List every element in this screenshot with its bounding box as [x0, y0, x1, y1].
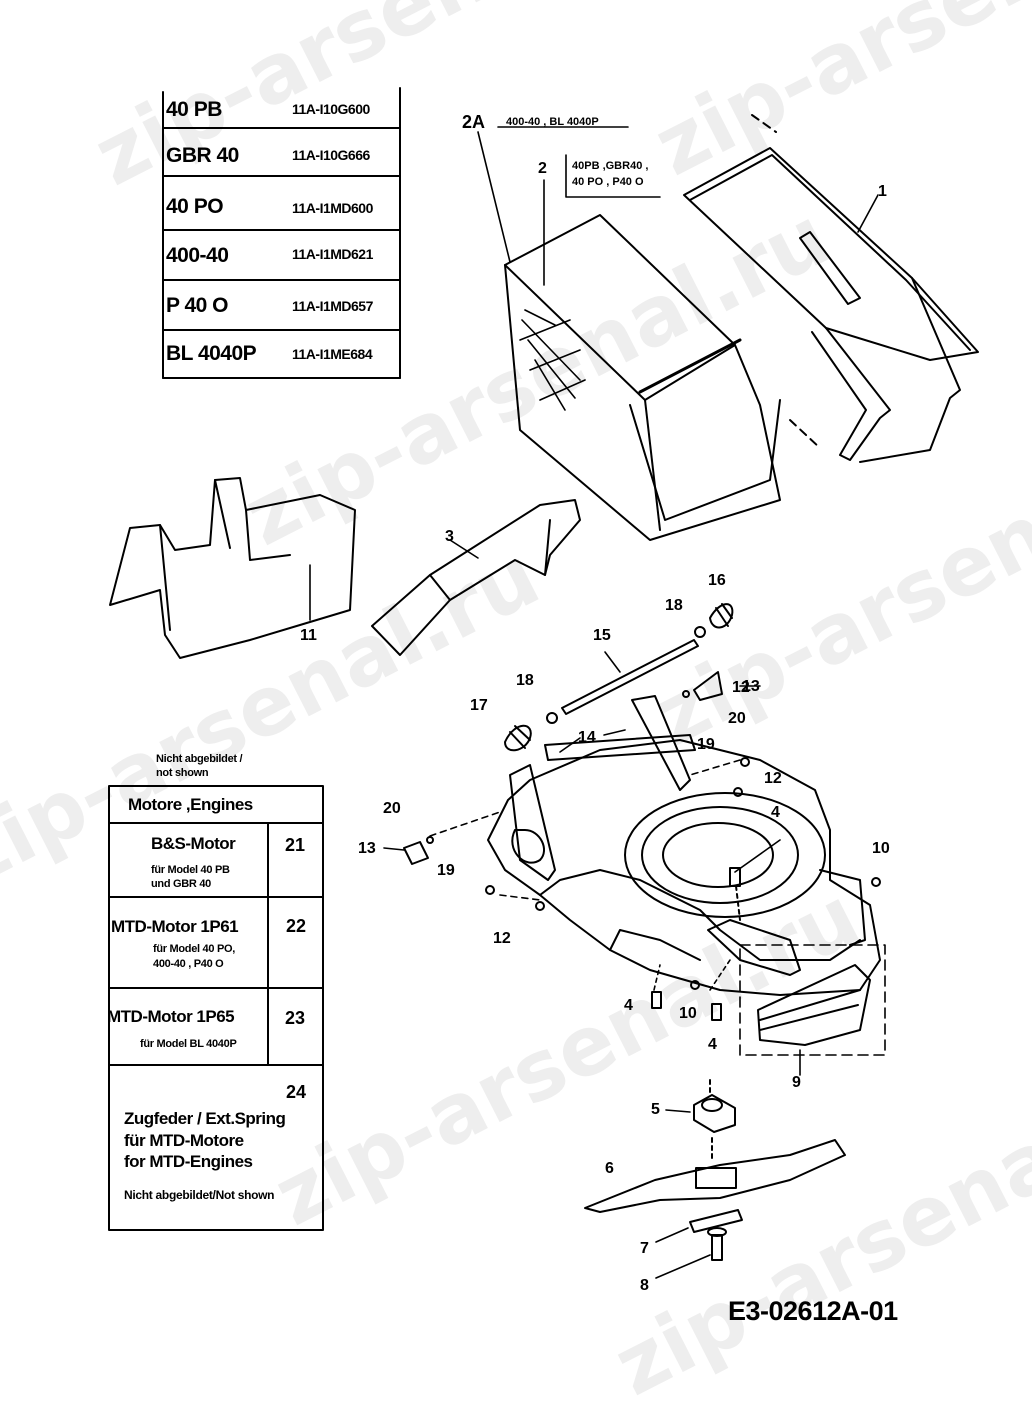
part-label-19: 19	[437, 862, 455, 879]
blade-adapter-part-5	[665, 1079, 736, 1133]
engine-model-note: für Model BL 4040P	[140, 1038, 237, 1050]
part-label-11: 11	[300, 627, 317, 644]
callout-lines	[477, 126, 661, 286]
mower-deck	[487, 695, 881, 996]
part-label-12: 12	[732, 679, 750, 696]
part-label-18: 18	[665, 597, 683, 614]
engines-table-lines	[108, 785, 324, 1231]
spring-title-line1: Zugfeder / Ext.Spring	[124, 1109, 286, 1128]
model-name: GBR 40	[166, 144, 239, 167]
spring-title-line2: für MTD-Motore	[124, 1131, 244, 1150]
engine-title: MTD-Motor 1P61	[111, 917, 239, 936]
part-label-10: 10	[872, 840, 890, 857]
part-label-14: 14	[578, 729, 596, 746]
part-label-9: 9	[792, 1074, 801, 1091]
engine-model-note: und GBR 40	[151, 878, 211, 890]
model-table-lines	[162, 87, 401, 379]
model-name: 40 PB	[166, 98, 222, 121]
part-label-2a: 2A	[462, 112, 486, 132]
callout-2-models-line2: 40 PO , P40 O	[572, 176, 644, 188]
part-label-1: 1	[878, 183, 887, 200]
rear-flap-part-9	[739, 944, 886, 1076]
part-label-13: 13	[742, 678, 760, 695]
engine-model-note: für Model 40 PO,	[153, 943, 235, 955]
part-label-4: 4	[708, 1036, 717, 1053]
engine-part-number: 21	[285, 835, 306, 855]
part-label-3: 3	[445, 528, 454, 545]
side-chute-part-11	[109, 477, 356, 659]
spring-part-number: 24	[286, 1082, 307, 1102]
callout-2-models-line1: 40PB ,GBR40 ,	[572, 160, 649, 172]
model-name: 40 PO	[166, 195, 224, 218]
model-name: BL 4040P	[166, 342, 257, 365]
springs-hardware	[383, 603, 761, 865]
engine-title: MTD-Motor 1P65	[107, 1007, 235, 1026]
part-label-17: 17	[470, 697, 488, 714]
part-label-12: 12	[493, 930, 511, 947]
washer-bolt-parts-7-8	[655, 1209, 743, 1279]
part-label-20: 20	[728, 710, 746, 727]
part-label-2: 2	[538, 160, 547, 177]
grass-bag-part-2	[504, 214, 781, 541]
part-label-13: 13	[358, 840, 376, 857]
engines-header: Motore ,Engines	[128, 795, 253, 814]
engine-model-note: für Model 40 PB	[151, 864, 230, 876]
engines-note-line1: Nicht abgebildet /	[156, 753, 243, 765]
model-name: P 40 O	[166, 294, 229, 317]
model-name: 400-40	[166, 244, 229, 267]
model-code: 11A-I1MD621	[292, 246, 373, 262]
model-code: 11A-I10G600	[292, 101, 370, 117]
part-label-6: 6	[605, 1160, 614, 1177]
part-label-19: 19	[697, 736, 715, 753]
part-label-4: 4	[624, 997, 633, 1014]
deflector-part-3	[371, 499, 581, 656]
engine-model-note: 400-40 , P40 O	[153, 958, 224, 970]
part-label-8: 8	[640, 1277, 649, 1294]
engines-note-line2: not shown	[156, 767, 209, 779]
model-code: 11A-I1ME684	[292, 346, 373, 362]
part-label-12: 12	[764, 770, 782, 787]
part-label-20: 20	[383, 800, 401, 817]
blade-part-6	[584, 1137, 846, 1213]
callout-2a-models: 400-40 , BL 4040P	[506, 116, 599, 128]
part-label-4: 4	[771, 804, 780, 821]
axle-rod-part-15	[561, 639, 699, 715]
engine-part-number: 23	[285, 1008, 306, 1028]
engine-part-number: 22	[286, 916, 307, 936]
bag-mesh-pattern	[519, 309, 586, 411]
spring-note: Nicht abgebildet/Not shown	[124, 1188, 275, 1202]
part-label-10: 10	[679, 1005, 697, 1022]
drawing-id: E3-02612A-01	[728, 1296, 898, 1326]
model-code: 11A-I1MD657	[292, 298, 373, 314]
screws	[429, 729, 881, 1021]
part-label-5: 5	[651, 1101, 660, 1118]
engine-title: B&S-Motor	[151, 834, 236, 853]
part-label-15: 15	[593, 627, 611, 644]
model-code: 11A-I1MD600	[292, 200, 373, 216]
spring-title-line3: for MTD-Engines	[124, 1152, 253, 1171]
model-code: 11A-I10G666	[292, 147, 370, 163]
part-label-7: 7	[640, 1240, 649, 1257]
part-label-18: 18	[516, 672, 534, 689]
part-label-16: 16	[708, 572, 726, 589]
bag-frame-part-1	[683, 114, 979, 463]
